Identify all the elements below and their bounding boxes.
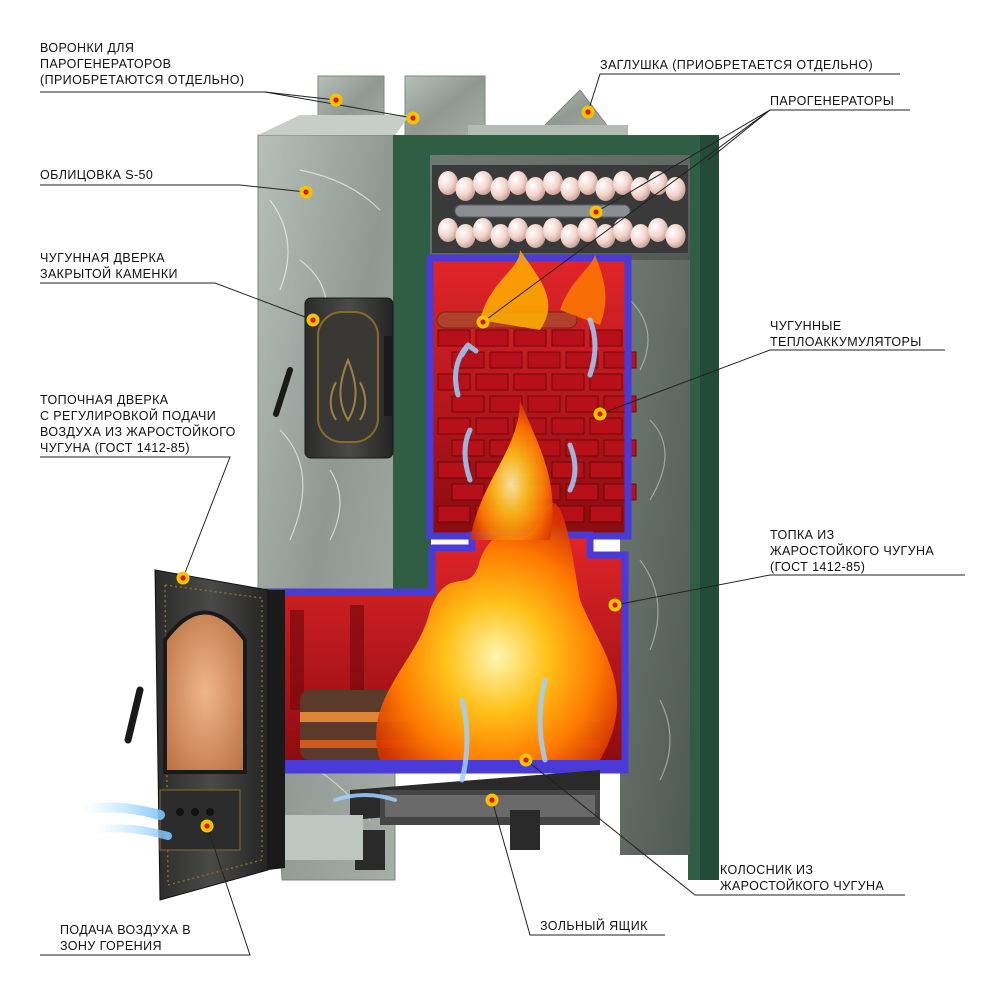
heater-stone: [595, 177, 616, 201]
heater-stone: [438, 218, 458, 242]
heater-stone: [613, 171, 633, 195]
heat-accumulator-block: [589, 461, 623, 479]
heater-stone: [613, 218, 633, 242]
heat-accumulator-block: [527, 351, 561, 369]
heat-accumulator-block: [437, 461, 471, 479]
label-firebox-door: ТОПОЧНАЯ ДВЕРКА С РЕГУЛИРОВКОЙ ПОДАЧИ ВО…: [40, 393, 236, 455]
callout-marker: [589, 205, 603, 219]
label-ash-box: ЗОЛЬНЫЙ ЯЩИК: [540, 919, 648, 933]
label-accumulators: ЧУГУННЫЕ ТЕПЛОАККУМУЛЯТОРЫ: [770, 319, 922, 349]
heater-stone: [543, 171, 563, 195]
callout-marker: [306, 313, 320, 327]
heat-accumulator-block: [513, 329, 547, 347]
label-plug: ЗАГЛУШКА (ПРИОБРЕТАЕТСЯ ОТДЕЛЬНО): [600, 58, 874, 72]
heat-accumulator-block: [589, 417, 623, 435]
heater-stone: [455, 224, 476, 248]
heat-accumulator-block: [437, 329, 471, 347]
heater-stone: [578, 171, 598, 195]
heat-accumulator-block: [565, 395, 599, 413]
heat-accumulator-block: [589, 373, 623, 391]
callout-marker: [608, 598, 622, 612]
air-supply-flow: [75, 802, 172, 840]
flames: [375, 250, 618, 760]
heat-accumulator-block: [565, 351, 599, 369]
heat-accumulator-block: [489, 395, 523, 413]
heater-stone: [630, 224, 651, 248]
callout-marker: [299, 185, 313, 199]
heater-stone: [665, 224, 686, 248]
label-funnels: ВОРОНКИ ДЛЯ ПАРОГЕНЕРАТОРОВ (ПРИОБРЕТАЮТ…: [40, 41, 245, 87]
heater-stone: [525, 177, 546, 201]
callout-marker: [329, 93, 343, 107]
heater-stone: [438, 171, 458, 195]
callout-marker: [581, 105, 595, 119]
callout-marker: [200, 819, 214, 833]
heater-stone: [630, 177, 651, 201]
heat-accumulator-block: [451, 395, 485, 413]
heat-accumulator-block: [451, 483, 485, 501]
label-grate: КОЛОСНИК ИЗ ЖАРОСТОЙКОГО ЧУГУНА: [720, 863, 885, 893]
heater-stone: [595, 224, 616, 248]
heat-accumulator-block: [489, 351, 523, 369]
heater-door: [273, 297, 394, 459]
firebox-door: [124, 569, 285, 901]
heat-accumulator-block: [551, 461, 585, 479]
heat-arrows: [333, 317, 598, 802]
heat-accumulator-block: [437, 417, 471, 435]
heat-accumulator-block: [565, 483, 599, 501]
label-steam-generators: ПАРОГЕНЕРАТОРЫ: [770, 94, 895, 108]
callout-marker: [593, 407, 607, 421]
callout-marker: [485, 793, 499, 807]
heat-accumulator-block: [475, 417, 509, 435]
heater-stone: [543, 218, 563, 242]
label-firebox: ТОПКА ИЗ ЖАРОСТОЙКОГО ЧУГУНА (ГОСТ 1412-…: [770, 528, 935, 574]
heater-stone: [455, 177, 476, 201]
heat-accumulator-block: [589, 505, 623, 523]
heater-stone: [490, 224, 511, 248]
label-cladding: ОБЛИЦОВКА S-50: [40, 168, 154, 182]
heater-stone: [578, 218, 598, 242]
heater-stone: [508, 171, 528, 195]
funnel-caps: [317, 75, 628, 139]
heater-stone: [490, 177, 511, 201]
heater-stone: [473, 218, 493, 242]
heat-accumulator-block: [551, 417, 585, 435]
heater-stone: [648, 171, 668, 195]
heat-accumulator-block: [475, 373, 509, 391]
heater-stone: [560, 224, 581, 248]
callout-marker: [476, 315, 490, 329]
leader-lines: [40, 73, 965, 956]
heat-accumulator-block: [513, 373, 547, 391]
heater-stone: [473, 171, 493, 195]
heater-stone: [525, 224, 546, 248]
label-air-supply: ПОДАЧА ВОЗДУХА В ЗОНУ ГОРЕНИЯ: [60, 923, 192, 953]
heater-stones: [432, 165, 688, 253]
heat-accumulator-block: [437, 505, 471, 523]
heat-accumulator-block: [551, 373, 585, 391]
heat-accumulator-block: [589, 329, 623, 347]
callout-marker: [519, 753, 533, 767]
heater-stone: [560, 177, 581, 201]
callout-marker: [176, 571, 190, 585]
callout-marker: [406, 111, 420, 125]
heat-accumulator-block: [551, 329, 585, 347]
heater-stone: [665, 177, 686, 201]
label-heater-door: ЧУГУННАЯ ДВЕРКА ЗАКРЫТОЙ КАМЕНКИ: [40, 251, 178, 281]
heater-stone: [508, 218, 528, 242]
callout-markers: [176, 93, 622, 833]
heater-stone: [648, 218, 668, 242]
heat-accumulator-block: [475, 329, 509, 347]
heat-accumulator-block: [527, 395, 561, 413]
